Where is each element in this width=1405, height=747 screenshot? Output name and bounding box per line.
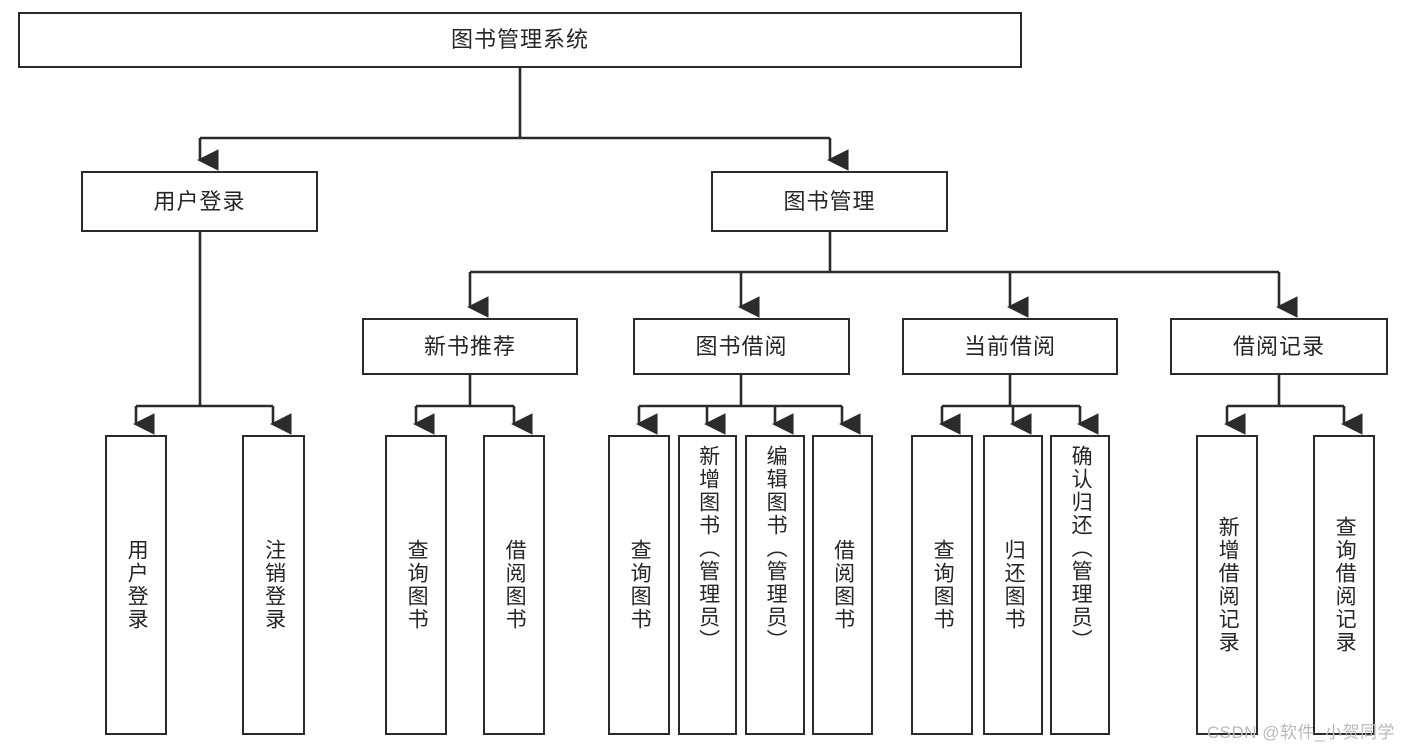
node-leaf-return-book[interactable]: 归还图书 bbox=[983, 435, 1043, 735]
node-leaf-edit-book-admin-label: 编辑图书（管理员） bbox=[764, 445, 788, 652]
node-leaf-query-book-1-label: 查询图书 bbox=[405, 539, 429, 631]
node-leaf-query-book-3-label: 查询图书 bbox=[931, 539, 955, 631]
node-user-login[interactable]: 用户登录 bbox=[81, 171, 318, 232]
node-borrow-record-label: 借阅记录 bbox=[1232, 333, 1325, 359]
node-current-borrow[interactable]: 当前借阅 bbox=[902, 318, 1118, 375]
node-leaf-confirm-return-admin[interactable]: 确认归还（管理员） bbox=[1050, 435, 1110, 735]
node-leaf-query-book-2-label: 查询图书 bbox=[628, 539, 652, 631]
node-leaf-user-logout-label: 注销登录 bbox=[262, 539, 286, 631]
node-book-manage[interactable]: 图书管理 bbox=[711, 171, 948, 232]
node-root-label: 图书管理系统 bbox=[450, 27, 589, 53]
node-leaf-borrow-book-2-label: 借阅图书 bbox=[831, 539, 855, 631]
node-book-borrow[interactable]: 图书借阅 bbox=[633, 318, 850, 375]
node-leaf-add-book-admin[interactable]: 新增图书（管理员） bbox=[678, 435, 737, 735]
node-root[interactable]: 图书管理系统 bbox=[18, 12, 1022, 68]
node-leaf-add-borrow-record-label: 新增借阅记录 bbox=[1216, 516, 1240, 654]
node-user-login-label: 用户登录 bbox=[153, 188, 246, 214]
node-leaf-borrow-book-1[interactable]: 借阅图书 bbox=[483, 435, 545, 735]
node-new-book-recommend-label: 新书推荐 bbox=[423, 333, 516, 359]
node-leaf-add-book-admin-label: 新增图书（管理员） bbox=[696, 445, 720, 652]
node-leaf-return-book-label: 归还图书 bbox=[1002, 539, 1026, 631]
watermark: CSDN @软件_小贺同学 bbox=[1206, 723, 1395, 742]
node-borrow-record[interactable]: 借阅记录 bbox=[1170, 318, 1388, 375]
node-book-manage-label: 图书管理 bbox=[783, 188, 876, 214]
node-leaf-user-login-label: 用户登录 bbox=[125, 539, 149, 631]
node-book-borrow-label: 图书借阅 bbox=[695, 333, 788, 359]
node-current-borrow-label: 当前借阅 bbox=[963, 333, 1056, 359]
node-leaf-user-logout[interactable]: 注销登录 bbox=[242, 435, 305, 735]
node-leaf-query-book-3[interactable]: 查询图书 bbox=[911, 435, 973, 735]
node-leaf-edit-book-admin[interactable]: 编辑图书（管理员） bbox=[745, 435, 805, 735]
node-leaf-add-borrow-record[interactable]: 新增借阅记录 bbox=[1196, 435, 1258, 735]
node-leaf-confirm-return-admin-label: 确认归还（管理员） bbox=[1069, 445, 1093, 652]
node-leaf-user-login[interactable]: 用户登录 bbox=[105, 435, 167, 735]
node-new-book-recommend[interactable]: 新书推荐 bbox=[362, 318, 578, 375]
node-leaf-query-book-2[interactable]: 查询图书 bbox=[608, 435, 670, 735]
node-leaf-borrow-book-1-label: 借阅图书 bbox=[503, 539, 527, 631]
node-leaf-query-borrow-record[interactable]: 查询借阅记录 bbox=[1313, 435, 1375, 735]
node-leaf-query-book-1[interactable]: 查询图书 bbox=[385, 435, 447, 735]
node-leaf-query-borrow-record-label: 查询借阅记录 bbox=[1333, 516, 1357, 654]
node-leaf-borrow-book-2[interactable]: 借阅图书 bbox=[812, 435, 873, 735]
